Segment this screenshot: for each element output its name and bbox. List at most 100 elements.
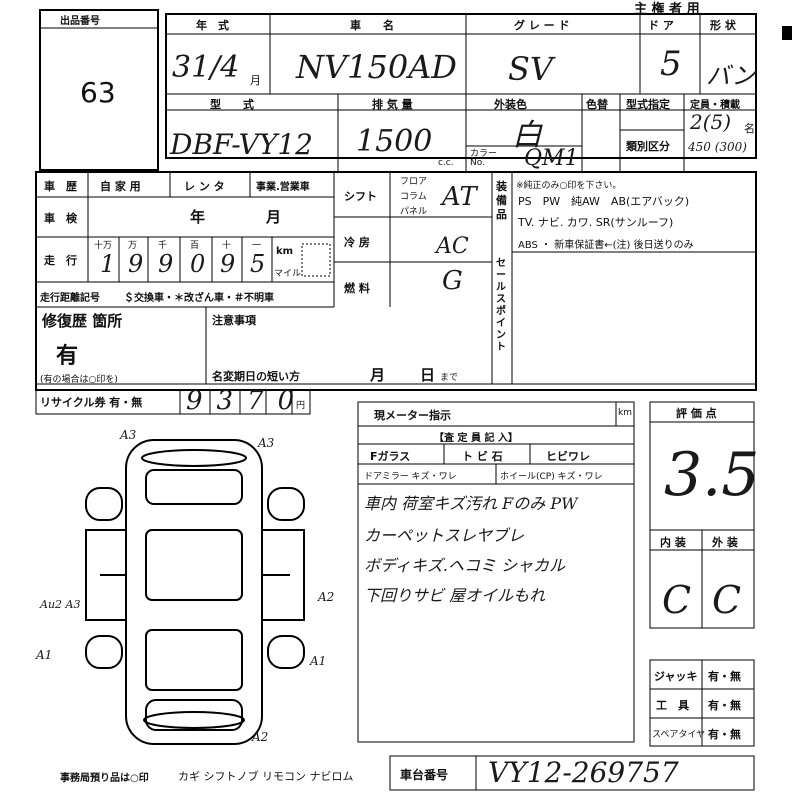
diagram-mark-rear-right: A1	[310, 654, 327, 668]
diagram-mark-left: Au2 A3	[40, 598, 81, 611]
diagram-mark-rear: A2	[252, 730, 269, 744]
lot-label: 出品番号	[60, 16, 100, 27]
mileage-digit-1: 9	[128, 250, 144, 278]
name-change-label: 名変期日の短い方	[212, 370, 300, 383]
mile-unit: マイル	[274, 269, 302, 279]
color-no-value: QM1	[524, 146, 579, 171]
note-line-2: カーペットスレヤブレ	[364, 526, 525, 545]
sales-point-label: セールスポイント	[496, 258, 506, 353]
digit-header-2: 千	[158, 241, 168, 251]
inspection-month-mark: 月	[266, 208, 282, 226]
equipment-line-2: TV. ナビ. カワ. SR(サンルーフ)	[518, 216, 674, 229]
lot-number: 63	[80, 76, 116, 109]
mileage-digit-3: 0	[190, 250, 206, 278]
interior-value: C	[662, 578, 692, 622]
until-label: まで	[440, 373, 459, 383]
car-history-label: 車 歴	[44, 180, 77, 193]
repair-note: (有の場合は○印を)	[40, 375, 118, 385]
wheel-label: ホイール(CP) キズ・ワレ	[500, 472, 603, 482]
meter-unit: km	[618, 408, 632, 418]
fuel-label: 燃 料	[344, 282, 370, 295]
glass-label: Fガラス	[370, 450, 411, 463]
shift-floor: フロア	[400, 177, 428, 187]
model-label: 型 式	[210, 98, 254, 111]
model-value: DBF-VY12	[170, 128, 313, 161]
remarks-label: 注意事項	[212, 314, 256, 327]
repair-history-value: 有	[56, 344, 79, 369]
year-label: 年 式	[196, 19, 229, 32]
yen-unit: 円	[296, 401, 306, 411]
exterior-value: C	[712, 578, 742, 622]
grade-value: SV	[508, 50, 554, 88]
mileage-digit-4: 9	[220, 250, 236, 278]
jack-yes-no: 有・無	[708, 670, 741, 683]
color-no-label: カラーNo.	[470, 149, 498, 168]
recycle-label: リサイクル券 有・無	[40, 396, 143, 409]
mileage-label: 走 行	[44, 254, 77, 267]
month-suffix: 月	[250, 74, 261, 87]
shift-label: シフト	[344, 190, 377, 203]
ac-label: 冷 房	[344, 236, 370, 249]
digit-header-3: 百	[190, 241, 200, 251]
load-value: 450 (300)	[688, 140, 747, 154]
km-unit: km	[276, 246, 294, 257]
exterior-label: 外 装	[712, 536, 738, 549]
mileage-digit-2: 9	[158, 250, 174, 278]
crack-label: ヒビワレ	[546, 450, 590, 463]
year-value: 31/4	[172, 50, 240, 85]
tools-label: 工 具	[656, 699, 689, 712]
chassis-label: 車台番号	[400, 768, 449, 782]
mileage-digit-0: 1	[100, 250, 116, 278]
shift-column: コラム	[400, 192, 427, 202]
displacement-label: 排 気 量	[372, 98, 413, 111]
equipment-label: 装備品	[496, 180, 507, 221]
grade-label: グ レ ー ド	[514, 19, 570, 32]
owner-mark: 主 権 者 用	[634, 2, 700, 17]
tools-yes-no: 有・無	[708, 699, 741, 712]
displacement-value: 1500	[356, 124, 433, 159]
diagram-mark-front-right: A3	[258, 436, 275, 450]
shape-label: 形 状	[710, 19, 736, 32]
note-line-3: ボディキズ.ヘコミ シャカル	[364, 556, 566, 575]
type-designation-label: 型式指定	[626, 98, 670, 111]
office-items: カギ シフトノブ リモコン ナビロム	[178, 770, 354, 783]
diagram-mark-rear-left: A1	[36, 648, 53, 662]
color-value: 白	[512, 118, 542, 153]
score-value: 3.5	[664, 440, 760, 510]
shift-panel: パネル	[400, 207, 428, 217]
diagram-mark-right: A2	[318, 590, 335, 604]
name-change-month: 月	[370, 366, 386, 384]
cc-unit: c.c.	[438, 158, 454, 168]
chip-label: ト ビ 石	[462, 450, 503, 463]
capacity-value: 2(5)	[690, 110, 732, 134]
private-use-label: 自 家 用	[100, 180, 141, 193]
equipment-note: ※純正のみ○印を下さい。	[516, 181, 622, 191]
equipment-line-3: ABS ・ 新車保証書←(注) 後日送りのみ	[518, 240, 694, 251]
rental-label: レ ン タ	[184, 180, 225, 193]
inspector-label: 【査 定 員 記 入】	[434, 433, 518, 444]
shift-value: AT	[442, 182, 477, 212]
digit-header-0: 十万	[94, 241, 113, 251]
note-line-4: 下回りサビ 屋オイルもれ	[364, 586, 546, 605]
fuel-value: G	[442, 266, 463, 296]
meter-label: 現メーター指示	[374, 409, 451, 422]
door-value: 5	[660, 44, 682, 84]
name-change-day: 日	[420, 366, 436, 384]
ac-value: AC	[436, 234, 469, 259]
equipment-line-1: PS PW 純AW AB(エアバック)	[518, 195, 690, 208]
mileage-note-label: 走行距離記号	[40, 293, 100, 304]
digit-header-4: 十	[222, 241, 232, 251]
score-label: 評 価 点	[676, 407, 717, 420]
inspection-label: 車 検	[44, 212, 77, 225]
recycle-value: 9370	[186, 386, 309, 416]
mileage-digit-5: 5	[250, 250, 266, 278]
spare-tire-label: スペアタイヤ	[652, 730, 706, 740]
jack-label: ジャッキ	[654, 670, 698, 683]
inspection-year-mark: 年	[190, 208, 206, 226]
shape-value: バン	[706, 62, 756, 90]
persons-unit: 名	[744, 122, 755, 135]
repair-history-label: 修復歴 箇所	[42, 312, 123, 330]
capacity-label: 定員・積載	[690, 100, 740, 111]
